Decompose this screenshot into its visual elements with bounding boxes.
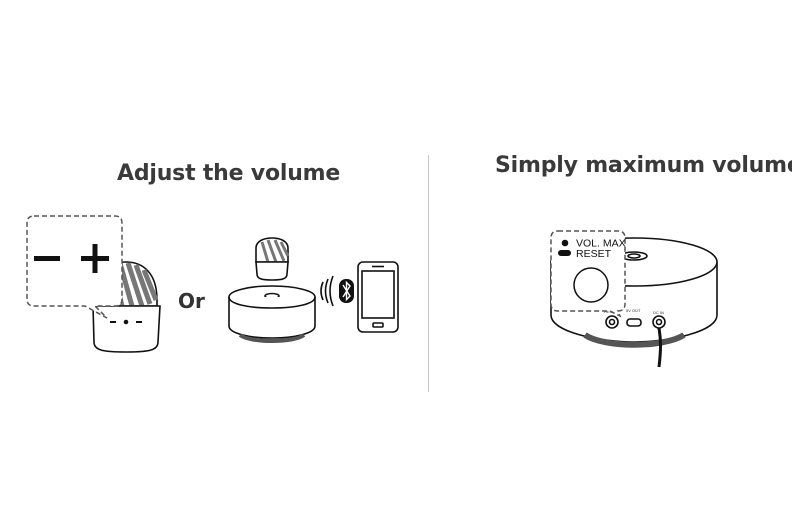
volume-minus-icon [34, 256, 60, 261]
power-cable-icon [657, 327, 662, 368]
vol-max-dot-icon [561, 239, 569, 247]
sound-waves-icon [320, 275, 334, 307]
max-volume-title: Simply maximum volume [495, 153, 792, 178]
or-label: Or [178, 289, 205, 313]
vol-max-label: VOL. MAX [576, 238, 626, 250]
svg-text:5V OUT: 5V OUT [626, 308, 641, 313]
speaker-dock-icon [228, 237, 316, 343]
reset-pill-icon [558, 250, 571, 256]
svg-text:DC IN: DC IN [653, 310, 664, 315]
volume-plus-icon [81, 244, 109, 273]
smartphone-icon [357, 261, 399, 333]
reset-zoom-callout: VOL. MAX RESET [550, 230, 626, 318]
reset-button-zoom [573, 267, 609, 303]
reset-label: RESET [576, 248, 612, 260]
adjust-volume-title: Adjust the volume [117, 161, 341, 186]
button-zoom-callout [26, 215, 123, 319]
bluetooth-icon [339, 279, 354, 303]
panel-divider [428, 155, 429, 392]
